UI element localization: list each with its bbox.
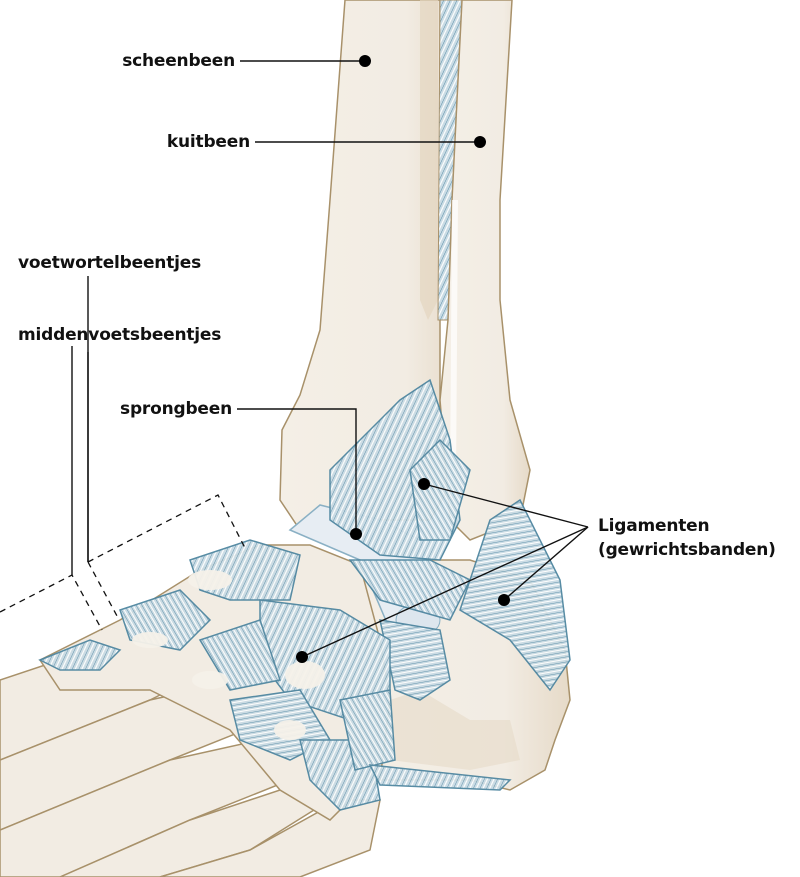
label-tarsals: voetwortelbeentjes [18, 253, 202, 273]
tibia-marker-dot [359, 55, 371, 67]
ligament-marker-dot-3 [296, 651, 308, 663]
ligament-leader-3 [301, 526, 589, 658]
ligament-leader-2 [503, 526, 589, 601]
label-tibia: scheenbeen [122, 51, 235, 71]
label-metatarsals: middenvoetsbeentjes [18, 325, 222, 345]
label-fibula: kuitbeen [166, 132, 250, 152]
ligament-marker-dot-2 [498, 594, 510, 606]
label-talus: sprongbeen [120, 399, 232, 419]
metatarsal-region-outline [0, 574, 103, 631]
tarsal-region-outline [87, 494, 246, 617]
leader-lines [71, 60, 589, 658]
ligaments [38, 378, 571, 811]
label-ligaments-line2: (gewrichtsbanden) [598, 540, 776, 560]
label-ligaments: Ligamenten (gewrichtsbanden) [598, 516, 776, 560]
label-ligaments-line1: Ligamenten [598, 516, 710, 536]
fibula-marker-dot [474, 136, 486, 148]
talus-marker-dot [350, 528, 362, 540]
marker-dots [296, 55, 510, 663]
ligament-marker-dot-1 [418, 478, 430, 490]
ligament-leader-1 [423, 483, 589, 528]
metatarsal-bones [0, 629, 381, 877]
talus-leader [237, 408, 357, 534]
